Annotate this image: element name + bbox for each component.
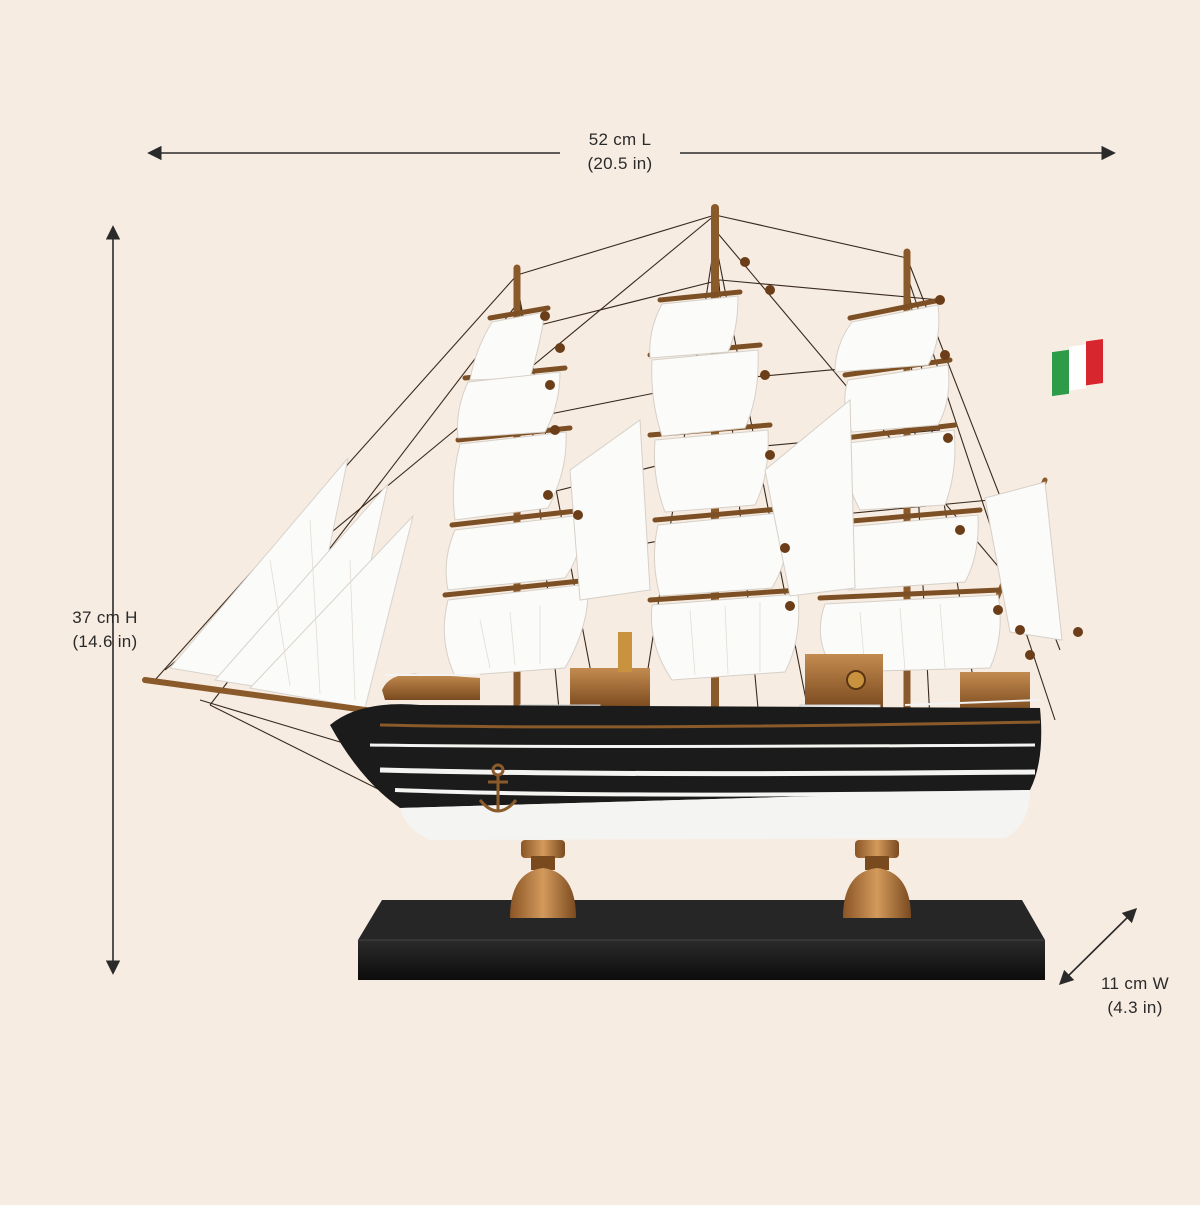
portholes xyxy=(478,756,1002,763)
width-metric: 11 cm W xyxy=(1101,974,1169,993)
length-metric: 52 cm L xyxy=(588,130,652,149)
width-imperial: (4.3 in) xyxy=(1107,998,1163,1017)
ship-hull xyxy=(330,704,1042,840)
display-base xyxy=(358,900,1045,980)
square-sails xyxy=(443,295,1063,681)
height-metric: 37 cm H xyxy=(72,608,138,627)
width-label: 11 cm W (4.3 in) xyxy=(1080,972,1190,1020)
rigging-beads xyxy=(540,257,1083,660)
length-label: 52 cm L (20.5 in) xyxy=(560,128,680,176)
jib-sails xyxy=(169,457,414,709)
length-imperial: (20.5 in) xyxy=(587,154,653,173)
width-arrow xyxy=(1058,907,1138,986)
height-imperial: (14.6 in) xyxy=(72,632,138,651)
pedestal-right xyxy=(843,840,911,918)
pedestal-left xyxy=(510,840,576,918)
height-label: 37 cm H (14.6 in) xyxy=(40,606,170,654)
anchor-icon xyxy=(478,763,518,813)
sail-seams xyxy=(269,519,946,701)
italian-flag xyxy=(1052,338,1103,397)
